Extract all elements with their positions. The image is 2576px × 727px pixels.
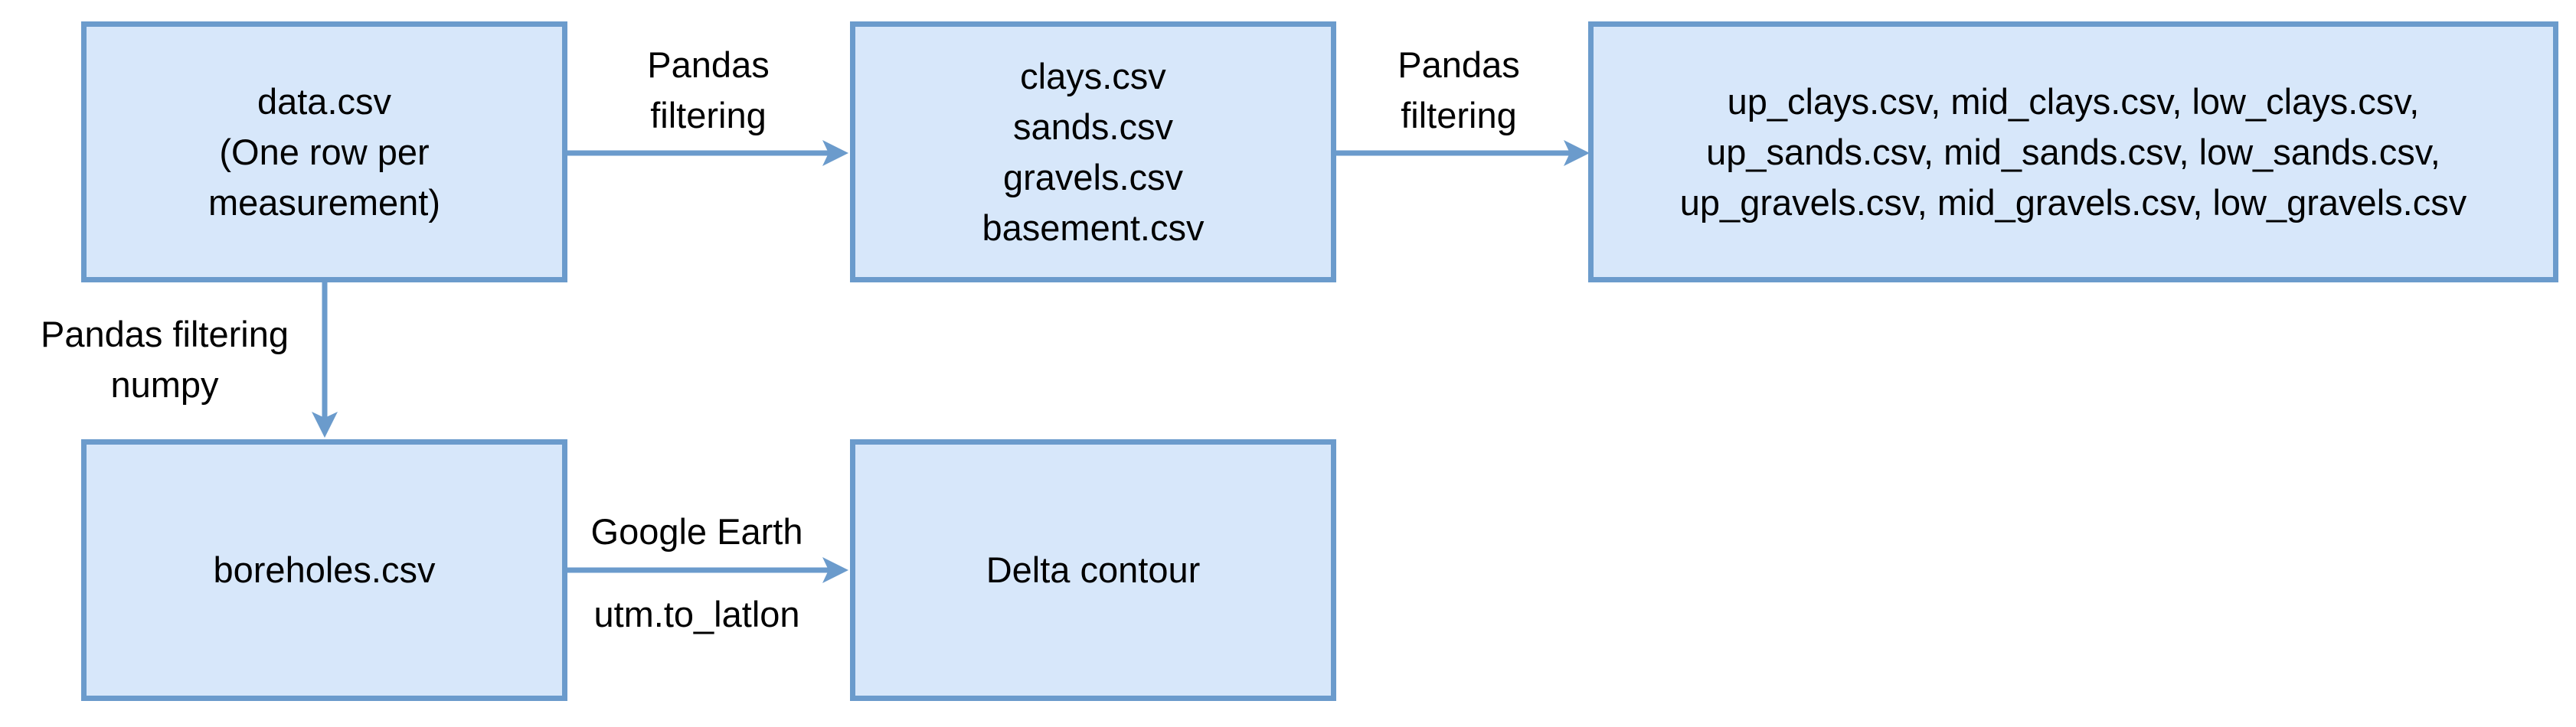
node-split-csvs-line: clays.csv [1020, 55, 1166, 96]
arrow-data-to-split [565, 140, 848, 166]
edge-label-split-to-layers: Pandas filtering [1348, 40, 1570, 141]
node-split-csvs-line: sands.csv [1013, 106, 1173, 147]
edge-label-data-to-split: Pandas filtering [597, 40, 819, 141]
arrow-boreholes-to-delta [565, 557, 848, 583]
node-split-csvs: clays.csv sands.csv gravels.csv basement… [850, 21, 1336, 282]
node-layer-csvs-line: up_gravels.csv, mid_gravels.csv, low_gra… [1679, 181, 2467, 223]
node-delta-contour-label: Delta contour [986, 549, 1201, 590]
edge-label-line: filtering [1401, 95, 1517, 135]
node-boreholes-csv: boreholes.csv [81, 439, 567, 701]
node-layer-csvs-line: up_sands.csv, mid_sands.csv, low_sands.c… [1706, 131, 2440, 172]
node-data-csv: data.csv (One row per measurement) [81, 21, 567, 282]
edge-label-line: Pandas [1398, 44, 1520, 85]
edge-label-boreholes-to-delta-below: utm.to_latlon [593, 594, 800, 634]
edge-label-data-to-boreholes: Pandas filtering numpy [8, 309, 322, 410]
node-boreholes-csv-label: boreholes.csv [213, 549, 436, 590]
arrow-data-to-boreholes [312, 282, 338, 438]
arrow-split-to-layers [1335, 140, 1590, 166]
node-layer-csvs-line: up_clays.csv, mid_clays.csv, low_clays.c… [1727, 80, 2420, 122]
node-data-csv-line: data.csv [257, 80, 392, 122]
node-split-csvs-line: basement.csv [982, 207, 1205, 248]
node-data-csv-line: measurement) [208, 181, 440, 223]
node-data-csv-line: (One row per [219, 131, 430, 172]
edge-label-boreholes-to-delta-above: Google Earth [590, 511, 803, 552]
node-delta-contour: Delta contour [850, 439, 1336, 701]
node-layer-csvs: up_clays.csv, mid_clays.csv, low_clays.c… [1588, 21, 2558, 282]
edge-label-line: filtering [650, 95, 767, 135]
node-split-csvs-line: gravels.csv [1002, 156, 1184, 197]
edge-label-line: Pandas filtering [41, 314, 289, 354]
edge-label-line: numpy [110, 364, 219, 405]
edge-label-line: Pandas [647, 44, 770, 85]
